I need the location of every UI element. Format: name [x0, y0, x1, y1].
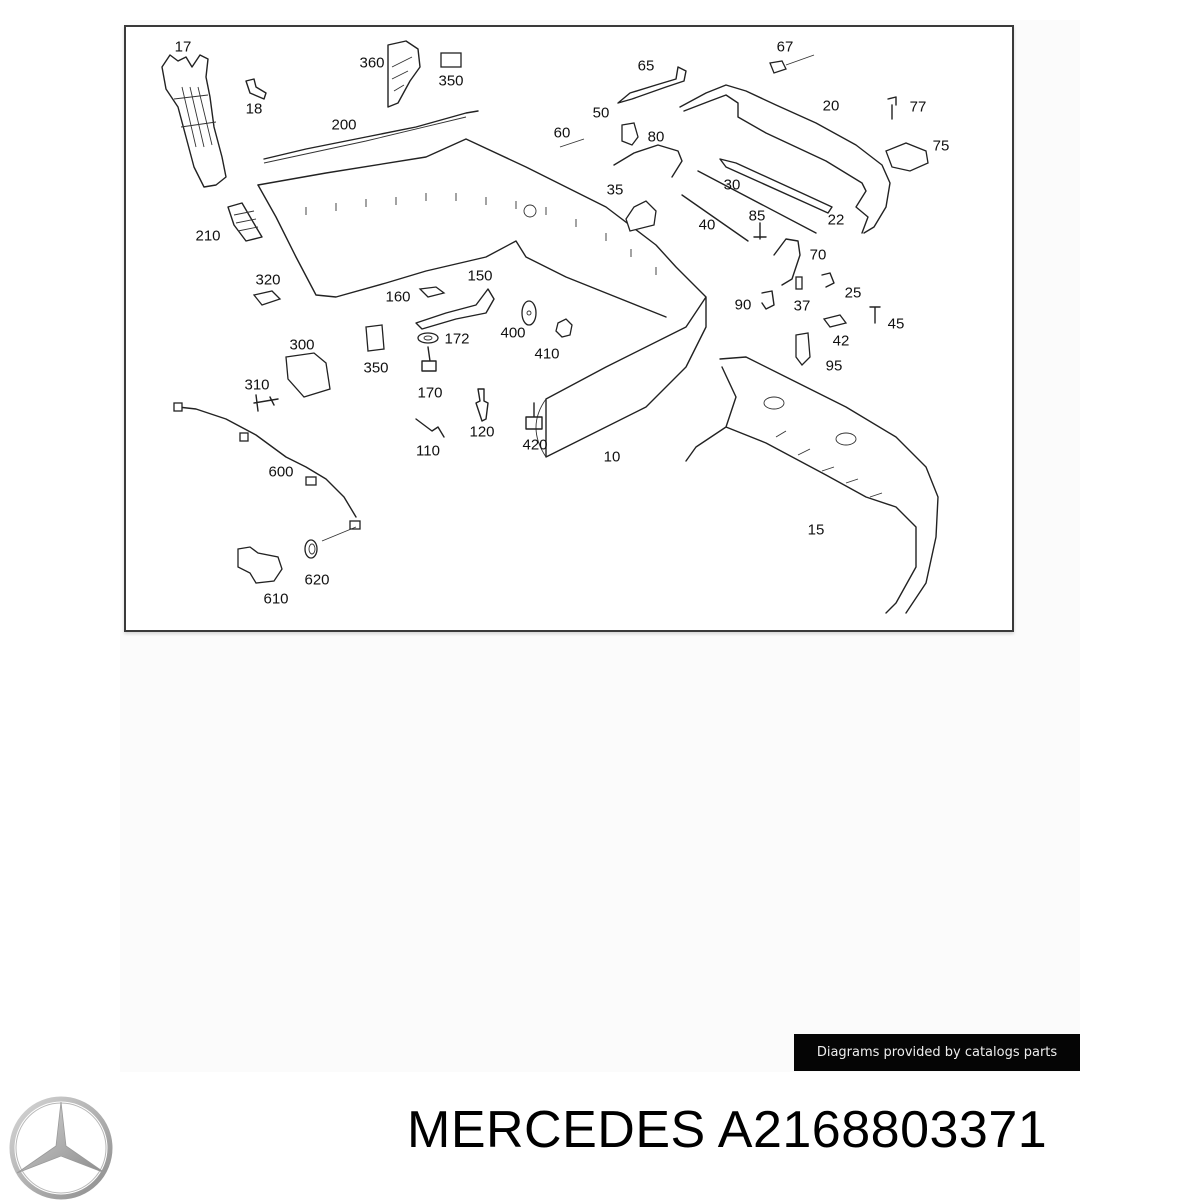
- part-label-420: 420: [522, 436, 548, 454]
- part-label-80: 80: [647, 128, 665, 146]
- part-label-35: 35: [606, 181, 624, 199]
- part-label-200: 200: [331, 116, 357, 134]
- part-label-110: 110: [416, 442, 440, 460]
- part-label-42: 42: [832, 332, 850, 350]
- part-label-610: 610: [263, 590, 289, 608]
- part-label-25: 25: [844, 284, 862, 302]
- part-15-carrier-drawing: [685, 356, 939, 614]
- part-label-350b: 350: [363, 359, 389, 377]
- part-label-300: 300: [289, 336, 315, 354]
- part-label-67: 67: [776, 38, 794, 56]
- part-label-50: 50: [592, 104, 610, 122]
- part-label-95: 95: [825, 357, 843, 375]
- part-17-bracket-drawing: [161, 54, 227, 188]
- part-label-150: 150: [467, 267, 493, 285]
- part-label-170: 170: [417, 384, 443, 402]
- credit-banner: Diagrams provided by catalogs parts: [794, 1034, 1080, 1071]
- parts-diagram: 17 18 360 350 200 210 320 160 150 300 350 172 400 410…: [124, 25, 1014, 632]
- part-label-320: 320: [255, 271, 281, 289]
- part-label-400: 400: [500, 324, 526, 342]
- part-label-350: 350: [438, 72, 464, 90]
- part-label-30: 30: [723, 176, 741, 194]
- part-label-18: 18: [245, 100, 263, 118]
- part-label-210: 210: [195, 227, 221, 245]
- part-label-22: 22: [827, 211, 845, 229]
- part-label-20: 20: [822, 97, 840, 115]
- part-label-77: 77: [909, 98, 927, 116]
- part-label-160: 160: [385, 288, 411, 306]
- part-label-17: 17: [174, 38, 192, 56]
- part-20-diffuser-drawing: [679, 84, 891, 234]
- page-title: MERCEDES A2168803371: [407, 1101, 1048, 1159]
- part-label-310: 310: [244, 376, 270, 394]
- part-label-600: 600: [268, 463, 294, 481]
- part-label-85: 85: [748, 207, 766, 225]
- part-label-15: 15: [807, 521, 825, 539]
- part-label-45: 45: [887, 315, 905, 333]
- part-label-40: 40: [698, 216, 716, 234]
- bumper-exploded-drawing: [161, 40, 939, 614]
- part-label-360: 360: [359, 54, 385, 72]
- part-label-60: 60: [553, 124, 571, 142]
- part-10-bumper-cover-drawing: [257, 138, 707, 458]
- part-label-172: 172: [444, 330, 470, 348]
- part-label-620: 620: [304, 571, 330, 589]
- part-label-120: 120: [469, 423, 495, 441]
- part-label-70: 70: [809, 246, 827, 264]
- mercedes-star-icon: [9, 1096, 113, 1200]
- part-label-410: 410: [534, 345, 560, 363]
- part-label-65: 65: [637, 57, 655, 75]
- part-label-75: 75: [932, 137, 950, 155]
- part-label-90: 90: [734, 296, 752, 314]
- part-label-10: 10: [603, 448, 621, 466]
- part-label-37: 37: [793, 297, 811, 315]
